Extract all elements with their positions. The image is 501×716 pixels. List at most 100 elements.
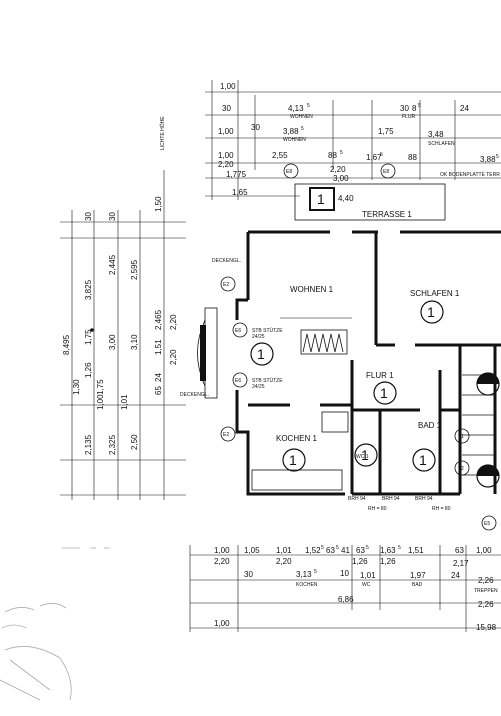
- rh-note-1: RH = 80: [368, 506, 387, 512]
- e6-top-label: E6: [235, 328, 241, 334]
- dim-top-r4b: 2,20: [218, 160, 234, 169]
- dim-left-a: 30: [84, 212, 93, 221]
- dim-left-c: 1,50: [154, 196, 163, 212]
- room-label-flur: FLUR 1: [366, 371, 394, 380]
- marker-schlafen-num: 1: [427, 304, 435, 320]
- dim-left-v: 1,75: [96, 379, 105, 395]
- brh-note-1: BRH 94: [348, 496, 366, 502]
- terrasse-number: 1: [317, 191, 325, 207]
- dim-top-r3f: 1,75: [378, 127, 394, 136]
- dim-bottom-r1i: 63: [356, 546, 365, 555]
- dim-left-u: 1,30: [72, 379, 81, 395]
- dim-bottom-r4a: 6,86: [338, 595, 354, 604]
- dim-top-r3g: 3,48: [428, 130, 444, 139]
- dim-bottom-r3c: 5: [314, 569, 317, 575]
- dim-left-q: 24: [154, 373, 163, 382]
- dim-top-r4i: 3,88: [480, 155, 496, 164]
- e8-marker-right: [380, 163, 396, 179]
- dim-left-r: 2,135: [84, 434, 93, 455]
- room-label-bad: BAD 1: [418, 421, 442, 430]
- dim-left-p: 65: [154, 386, 163, 395]
- dim-left-m: 2,465: [154, 309, 163, 330]
- dim-top-r1: 1,00: [220, 82, 236, 91]
- lichte-hoehe: LICHTE HÖHE: [159, 116, 166, 150]
- dim-top-r3b: 30: [251, 123, 260, 132]
- dim-top-r3a: 1,00: [218, 127, 234, 136]
- dim-bottom-r2c: 1,26: [352, 557, 368, 566]
- top-dimension-block: 1,00 30 4,13 5 WOHNEN 30 8 5 FLUR 24 1,0…: [205, 80, 501, 203]
- bottom-dimension-block: 1,00 1,05 1,01 1,52 5 63 5 41 63 5 1,63 …: [189, 545, 501, 632]
- dim-top-r4e: 5: [340, 150, 343, 156]
- stb-stuetze-bot-dim: 24/25: [252, 384, 265, 390]
- dim-bottom-r1d: 1,52: [305, 546, 321, 555]
- dim-left-n: 2,20: [169, 314, 178, 330]
- dim-bottom-r1b: 1,05: [244, 546, 260, 555]
- dim-left-x: 1,01: [120, 394, 129, 410]
- dim-bottom-r1k: 1,63: [380, 546, 396, 555]
- marker-bad: [412, 448, 436, 472]
- dim-bottom-r1n: 63: [455, 546, 464, 555]
- marker-wc: [354, 443, 378, 467]
- marker-flur: [373, 381, 397, 405]
- dim-bottom-r1e: 5: [321, 545, 324, 551]
- dim-bottom-r3i: KOCHEN: [296, 582, 318, 588]
- dim-top-r4h: 88: [408, 153, 417, 162]
- chimney-hatch: [280, 317, 352, 355]
- dim-bottom-r4b: 2,26: [478, 600, 494, 609]
- dim-top-r2d: WOHNEN: [290, 114, 313, 120]
- dim-top-r4a: 1,00: [218, 151, 234, 160]
- rh-note-2: RH = 80: [432, 506, 451, 512]
- dim-top-r4d: 88: [328, 151, 337, 160]
- brh-note-3: BRH 94: [415, 496, 433, 502]
- deckengl-top: DECKENGL.: [212, 258, 241, 264]
- dim-left-e: 2,445: [108, 254, 117, 275]
- stb-stuetze-top: STB STÜTZE: [252, 327, 283, 334]
- stb-stuetze-bot: STB STÜTZE: [252, 377, 283, 384]
- t1-label: T1: [458, 434, 464, 440]
- marker-wc-num: 1: [361, 447, 369, 463]
- dim-top-r3h: SCHLAFEN: [428, 141, 455, 147]
- dim-bottom-r2e: 2,17: [453, 559, 469, 568]
- e8-label-right: E8: [383, 169, 389, 175]
- e6-bot-label: E6: [235, 378, 241, 384]
- dim-top-r2a: 30: [222, 104, 231, 113]
- dim-top-r4f: 1,67: [366, 153, 382, 162]
- dim-bottom-r3a: 30: [244, 570, 253, 579]
- marker-kochen-num: 1: [289, 452, 297, 468]
- kitchen-unit: [321, 411, 349, 433]
- room-markers: 1 1 1 1 1 1: [250, 300, 444, 472]
- dim-bottom-r3j: WC: [362, 582, 371, 588]
- dim-top-r5b: 2,20: [330, 165, 346, 174]
- dim-left-t: 2,50: [130, 434, 139, 450]
- deckengl-bottom: DECKENGL.: [180, 392, 209, 398]
- dim-left-b: 30: [108, 212, 117, 221]
- dim-bottom-r1o: 1,00: [476, 546, 492, 555]
- dim-bottom-r3d: 10: [340, 569, 349, 578]
- dim-left-g: 8,495: [62, 334, 71, 355]
- section-markers: [476, 372, 500, 488]
- dim-bottom-r2d: 1,26: [380, 557, 396, 566]
- dim-bottom-r3f: 1,97: [410, 571, 426, 580]
- dim-top-r4c: 2,55: [272, 151, 288, 160]
- dim-bottom-r1h: 41: [341, 546, 350, 555]
- dim-top-r2i: 24: [460, 104, 469, 113]
- room-label-kochen: KOCHEN 1: [276, 434, 317, 443]
- dim-left-f: 2,595: [130, 259, 139, 280]
- dim-left-l: 1,51: [154, 339, 163, 355]
- dim-left-s: 2,325: [108, 434, 117, 455]
- marker-flur-num: 1: [380, 385, 388, 401]
- room-label-wc: WC 1: [356, 454, 369, 460]
- dim-bottom-r1m: 1,51: [408, 546, 424, 555]
- dim-top-r4g: 5: [380, 152, 383, 158]
- e2-top-label: E2: [223, 282, 229, 288]
- dim-top-r3e: WOHNEN: [283, 137, 306, 143]
- dim-top-r3d: 5: [301, 126, 304, 132]
- dim-bottom-r1j: 5: [366, 545, 369, 551]
- marker-wohnen: [250, 342, 274, 366]
- dim-bottom-r5b: 15,98: [476, 623, 497, 632]
- dim-bottom-r2a: 2,20: [214, 557, 230, 566]
- left-dimension-block: 30 30 1,50 3,825 2,445 2,595 8,495 1,75 …: [60, 170, 186, 500]
- stb-stuetze-top-dim: 24/25: [252, 334, 265, 340]
- dim-bottom-r3h: 2,26: [478, 576, 494, 585]
